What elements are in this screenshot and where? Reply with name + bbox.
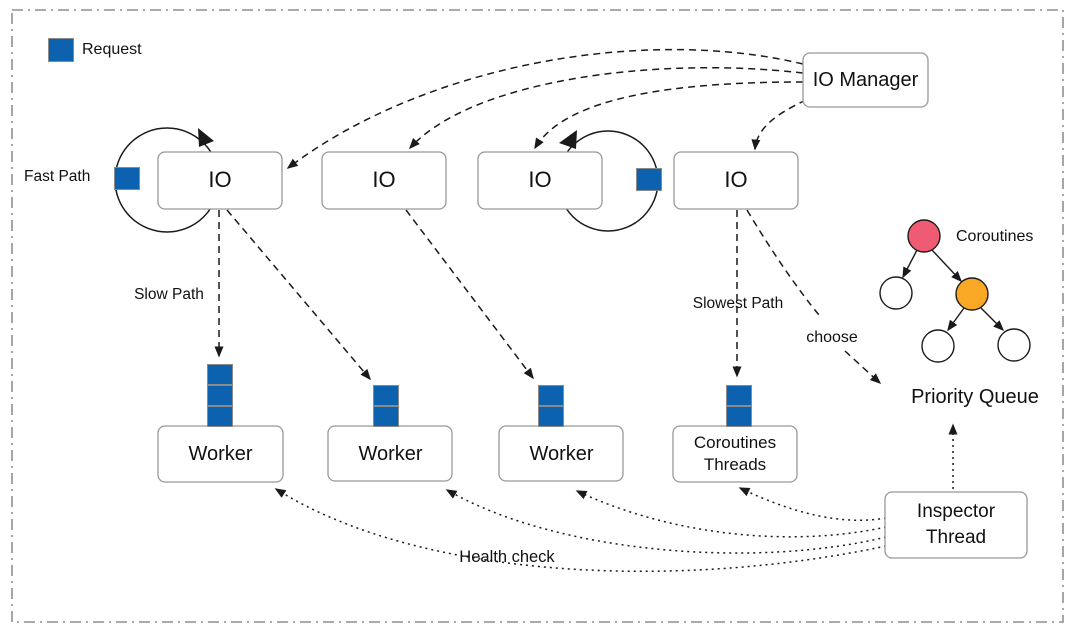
request-queue-coroutines-threads [726, 385, 752, 427]
io1-to-worker2-queue-arrow [226, 209, 371, 381]
request-square [726, 406, 752, 427]
coroutine-active-node [955, 277, 989, 311]
inspector-thread-box [884, 491, 1028, 559]
request-square [726, 385, 752, 406]
fast-path-request-square [114, 167, 140, 190]
request-square [538, 406, 564, 427]
fast-path-label: Fast Path [24, 167, 91, 185]
io-manager-to-io4-arrow [751, 99, 807, 151]
legend-request-swatch [48, 38, 74, 62]
io-manager-box [802, 52, 929, 108]
request-square [207, 364, 233, 385]
io-box-2 [321, 151, 447, 210]
request-square [373, 385, 399, 406]
request-queue-worker1 [207, 364, 233, 427]
request-square [207, 406, 233, 427]
tree-edge-root-right [931, 249, 963, 283]
io-manager-to-io2-arrow [408, 67, 804, 150]
worker-label-2: Worker [358, 443, 423, 465]
io3-loop-arrowhead [559, 130, 577, 149]
request-square [373, 406, 399, 427]
coroutine-node-left [879, 276, 913, 310]
health-check-arrow-worker3 [575, 490, 887, 538]
health-check-label: Health check [459, 548, 555, 567]
tree-edge-orange-right [980, 307, 1005, 332]
coroutines-threads-label: Coroutines Threads [693, 432, 777, 474]
io1-loop-arrowhead [198, 128, 214, 147]
health-check-arrow-worker2 [445, 489, 887, 554]
io-box-1 [157, 151, 283, 210]
diagram-border [11, 9, 1064, 623]
coroutine-leaf-right [997, 328, 1031, 362]
io3-loop-request-square [636, 168, 662, 191]
io-manager-to-io1-arrow [286, 48, 804, 169]
io2-to-worker3-queue-arrow [405, 209, 534, 380]
io-box-3 [477, 151, 603, 210]
io-box-4 [673, 151, 799, 210]
coroutines-label: Coroutines [956, 227, 1034, 245]
choose-label: choose [806, 328, 858, 346]
coroutine-leaf-left [921, 329, 955, 363]
health-check-arrow-coroutines-threads [738, 487, 887, 521]
io-manager-label: IO Manager [812, 69, 919, 91]
request-square [538, 385, 564, 406]
priority-queue-label: Priority Queue [911, 386, 1039, 408]
tree-edge-root-left [902, 249, 918, 279]
io-label-3: IO [528, 167, 552, 193]
request-square [207, 385, 233, 406]
inspector-thread-label: Inspector Thread [916, 501, 996, 548]
coroutine-root-node [907, 219, 941, 253]
tree-edge-orange-left [947, 307, 965, 332]
io-label-4: IO [724, 167, 748, 193]
legend-request-label: Request [82, 40, 142, 58]
choose-to-priority-queue-arrow [844, 350, 882, 384]
slow-path-label: Slow Path [134, 285, 204, 303]
request-queue-worker2 [373, 385, 399, 427]
slowest-path-label: Slowest Path [692, 294, 784, 312]
worker-label-1: Worker [188, 443, 253, 465]
io-manager-to-io3-arrow [534, 81, 804, 150]
worker-label-3: Worker [529, 443, 594, 465]
io4-choose-line [746, 209, 820, 316]
health-check-arrow-worker1 [274, 488, 887, 573]
io-label-1: IO [208, 167, 232, 193]
io-label-2: IO [372, 167, 396, 193]
request-queue-worker3 [538, 385, 564, 427]
